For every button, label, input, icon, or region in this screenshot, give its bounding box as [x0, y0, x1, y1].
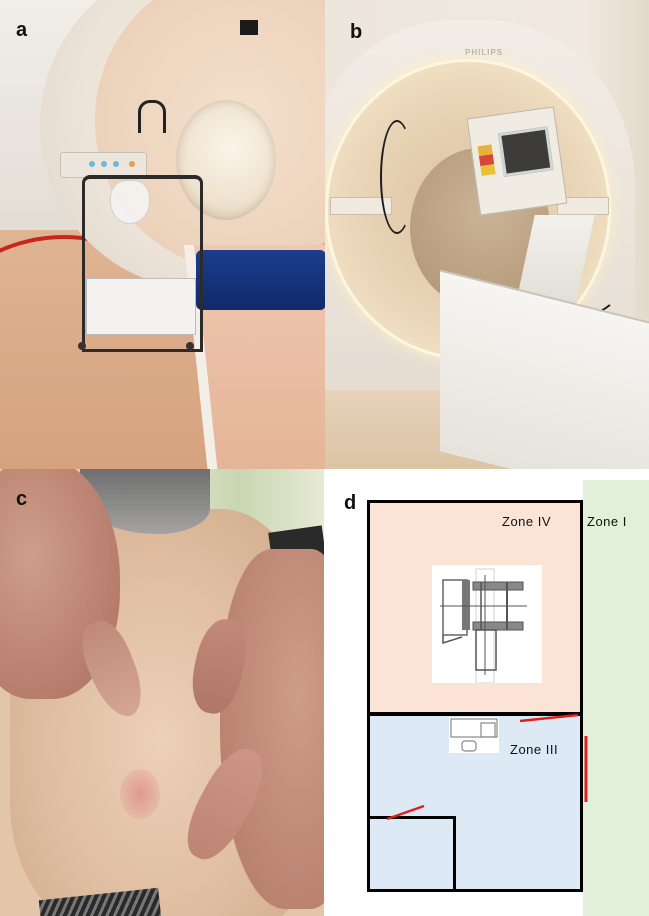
panel-label-c: c — [16, 488, 28, 510]
headphones-icon — [138, 100, 166, 133]
stethoscope-cable — [380, 120, 414, 234]
mri-bore — [176, 100, 276, 220]
panel-label-b: b — [350, 21, 363, 43]
gantry-control-panel — [60, 152, 147, 178]
cart-board — [86, 278, 196, 335]
gantry-window — [240, 20, 258, 35]
photo-panel-b: PHILIPS b — [325, 0, 649, 469]
warning-labels — [477, 144, 496, 177]
floor-plan-panel-d: Zone IV Zone III Zone I d — [324, 469, 649, 916]
plastic-bag — [110, 180, 150, 224]
zone-iii-label: Zone III — [510, 742, 559, 757]
small-room — [367, 816, 456, 892]
right-hand — [220, 549, 324, 909]
gantry-rail-right — [557, 197, 609, 215]
zone-i-area — [583, 480, 649, 916]
mr-conditional-cart — [82, 175, 203, 352]
panel-label-a: a — [16, 19, 28, 41]
ventilator-screen — [497, 126, 554, 177]
mri-scanner-floorplan-icon — [432, 565, 542, 683]
photo-panel-c: c — [0, 469, 324, 916]
brand-text: PHILIPS — [465, 48, 504, 57]
blue-pillow — [196, 250, 325, 310]
cart-wheel — [78, 342, 86, 350]
door-markers — [386, 713, 588, 821]
zone-i-label: Zone I — [587, 514, 627, 529]
cart-wheel — [186, 342, 194, 350]
photo-panel-a: a — [0, 0, 325, 469]
zone-iv-label: Zone IV — [502, 514, 552, 529]
desk-and-chair-floorplan-icon — [449, 717, 499, 753]
skin-redness — [120, 769, 160, 819]
panel-label-d: d — [344, 492, 357, 514]
mr-conditional-ventilator — [466, 106, 568, 216]
